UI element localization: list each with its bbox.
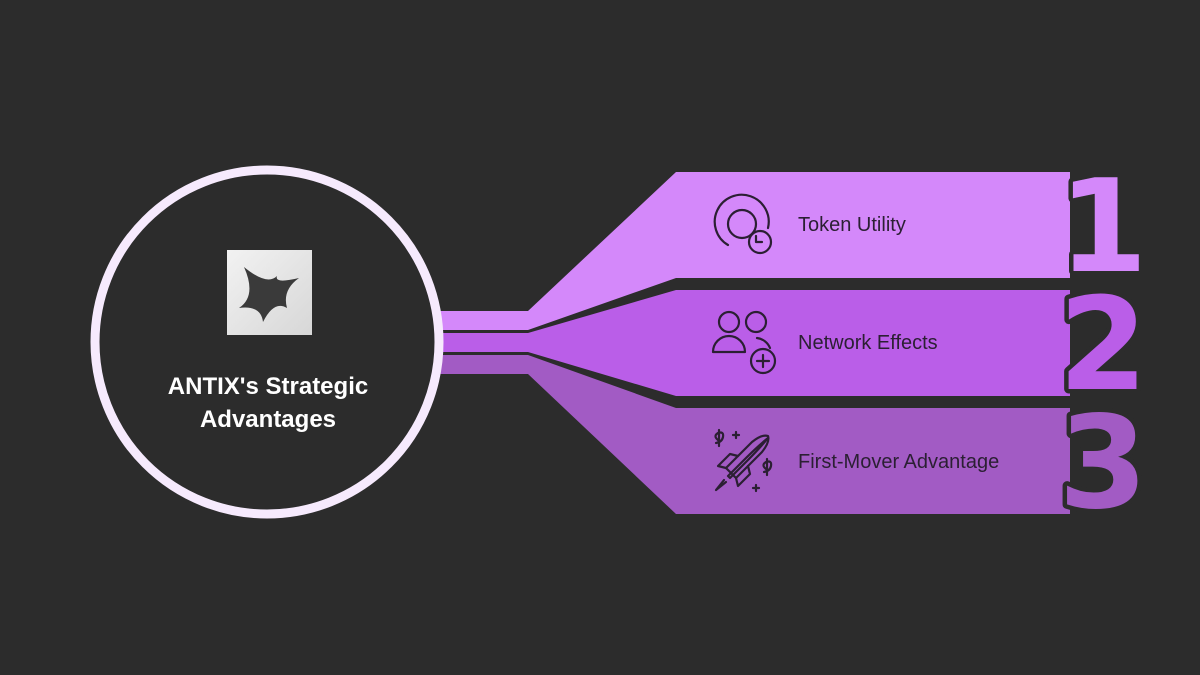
center-circle: [90, 165, 444, 519]
item-label-3: First-Mover Advantage: [798, 451, 999, 473]
sparkle-star-shape: [239, 267, 299, 322]
item-label-2: Network Effects: [798, 332, 938, 354]
item-label-1: Token Utility: [798, 214, 906, 236]
item-number-1: 1: [1058, 153, 1147, 302]
center-title: ANTIX's Strategic Advantages: [118, 370, 418, 436]
center-title-line-1: ANTIX's Strategic: [167, 373, 369, 400]
center-title-line-2: Advantages: [199, 406, 337, 433]
item-number-2: 2: [1058, 271, 1147, 420]
refresh-cycle-icon: [713, 193, 773, 255]
band-3: [440, 355, 1070, 514]
rocket-launch-icon: [714, 428, 773, 493]
users-add-icon: [711, 310, 777, 375]
item-number-3: 3: [1058, 389, 1147, 538]
sparkle-star-logo-icon: [227, 250, 312, 335]
band-2: [440, 290, 1070, 396]
